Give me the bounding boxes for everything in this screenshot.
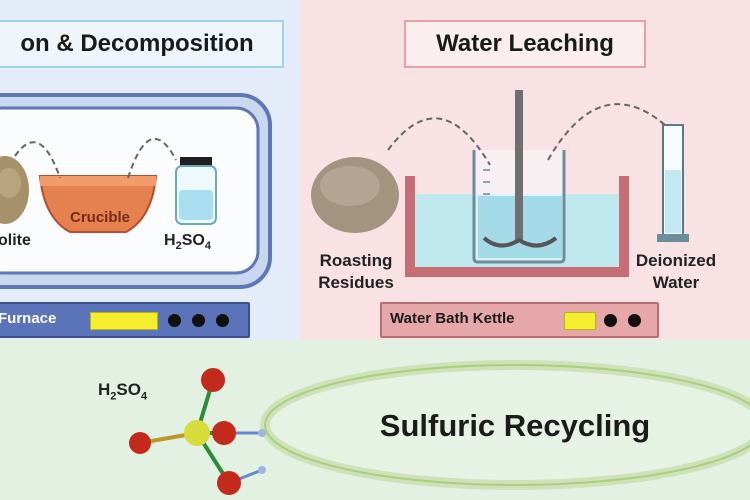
molecule-sub-4: 4 bbox=[140, 390, 148, 403]
yellow-swatch bbox=[90, 312, 158, 330]
h2so4-sub-4: 4 bbox=[204, 240, 211, 253]
h2so4-h: H bbox=[164, 232, 176, 249]
roasting-residues-line-1: Roasting bbox=[319, 251, 393, 270]
water-leaching-section-title: Water Leaching bbox=[404, 20, 646, 68]
transfer-arrow bbox=[547, 103, 666, 161]
sulfuric-acid-molecule-icon bbox=[129, 368, 266, 495]
transfer-arrow bbox=[387, 117, 491, 166]
dot-icon bbox=[604, 314, 617, 327]
h2so4-sub-2: 2 bbox=[175, 240, 182, 253]
crucible-icon bbox=[38, 175, 158, 233]
transfer-arrow bbox=[127, 137, 177, 179]
kettle-bar-label: Water Bath Kettle bbox=[390, 310, 515, 327]
molecule-label: H2SO4 bbox=[98, 380, 147, 402]
water-bath-kettle-icon bbox=[405, 176, 629, 277]
molecule-sub-2: 2 bbox=[110, 390, 117, 403]
dot-icon bbox=[168, 314, 181, 327]
molecule-so: SO bbox=[116, 380, 141, 399]
molecule-h: H bbox=[98, 380, 111, 399]
sulfuric-recycling-title: Sulfuric Recycling bbox=[379, 408, 651, 443]
dot-icon bbox=[628, 314, 641, 327]
bottle-cap-icon bbox=[180, 157, 212, 167]
stirrer-icon bbox=[515, 90, 523, 240]
h2so4-label: H2SO4 bbox=[164, 232, 211, 252]
mineral-label: olite bbox=[0, 232, 31, 249]
deionized-water-line-1: Deionized bbox=[635, 251, 717, 270]
crucible-label: Crucible bbox=[69, 209, 130, 226]
furnace-bar-label: Furnace bbox=[0, 310, 57, 327]
dot-icon bbox=[192, 314, 205, 327]
roasting-residues-line-2: Residues bbox=[318, 273, 394, 292]
deionized-water-label: Deionized Water bbox=[628, 250, 724, 294]
h2so4-so: SO bbox=[181, 232, 205, 249]
yellow-swatch bbox=[564, 312, 596, 330]
dot-icon bbox=[216, 314, 229, 327]
deionized-water-line-2: Water bbox=[652, 273, 700, 292]
furnace-legend-bar: Furnace bbox=[0, 302, 250, 338]
water-bath-kettle-legend-bar: Water Bath Kettle bbox=[380, 302, 659, 338]
roasting-section-title: on & Decomposition bbox=[0, 20, 284, 68]
roasting-residues-label: Roasting Residues bbox=[312, 250, 400, 294]
